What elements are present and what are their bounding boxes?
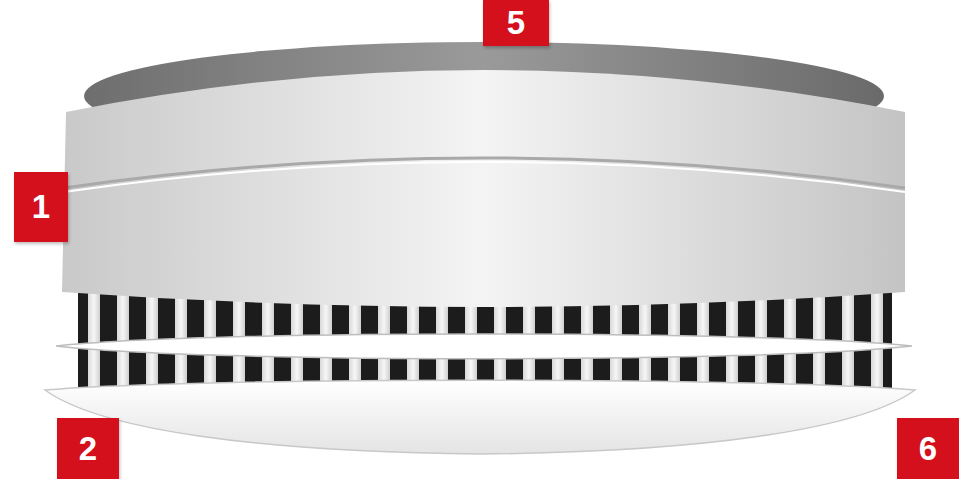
grille-bar [842, 285, 854, 393]
grille-bar [117, 285, 129, 393]
groove-highlight [64, 162, 905, 192]
callout-number: 2 [57, 418, 119, 479]
housing-body [62, 70, 905, 307]
grille-bar [88, 285, 100, 393]
grille-bar [871, 285, 883, 393]
bottom-cap [45, 380, 915, 454]
middle-ring [56, 334, 912, 359]
callout-number: 1 [14, 172, 68, 242]
callout-number: 5 [483, 0, 549, 46]
callout-number: 6 [897, 418, 959, 479]
